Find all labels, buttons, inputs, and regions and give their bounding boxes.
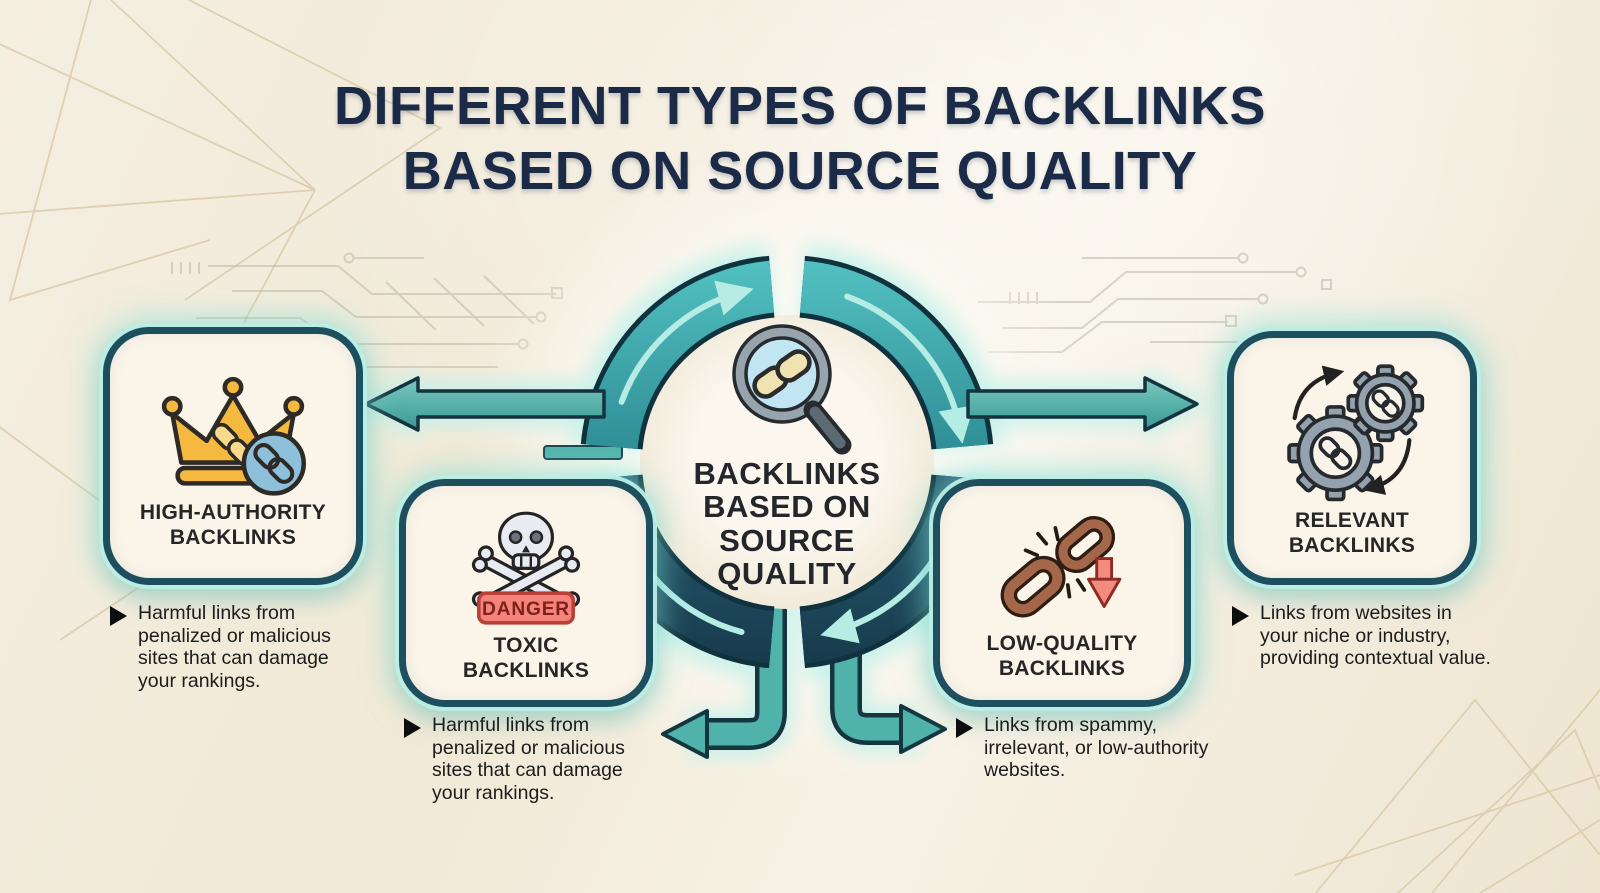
elbow-arrow-toxic: [661, 598, 787, 759]
node-low-quality-backlinks: LOW-QUALITY BACKLINKS: [933, 479, 1191, 707]
chain-link-glyph: [1371, 389, 1400, 418]
desc-relevant: Links from websites in your niche or ind…: [1232, 602, 1494, 670]
page-title: DIFFERENT TYPES OF BACKLINKS BASED ON SO…: [0, 74, 1600, 204]
center-label: BACKLINKS BASED ON SOURCE QUALITY: [693, 457, 880, 591]
chain-link-glyph: [253, 443, 295, 485]
skull-crossbones-icon: DANGER: [471, 511, 581, 625]
corner-lines-bottomright: [1294, 689, 1600, 893]
desc-toxic: Harmful links from penalized or maliciou…: [404, 714, 649, 804]
desc-text: Harmful links from penalized or maliciou…: [138, 602, 331, 692]
ring-inner-disc: [640, 315, 934, 609]
skull: [498, 511, 554, 571]
center-label-line: BASED ON: [703, 489, 871, 525]
node-relevant-backlinks: RELEVANT BACKLINKS: [1227, 331, 1477, 585]
crown-link-icon: [161, 377, 306, 496]
flow-arrow-top-left: [618, 280, 754, 405]
flow-arrow-top-right: [844, 293, 974, 444]
arrow-to-relevant: [966, 376, 1199, 432]
gap-connector-left: [543, 445, 623, 460]
break-sparks: [1023, 526, 1087, 599]
magnifier-link-icon: [712, 312, 862, 467]
title-line-1: DIFFERENT TYPES OF BACKLINKS: [333, 76, 1267, 136]
sync-arrows: [1292, 365, 1412, 496]
gear-small: [1346, 364, 1425, 443]
desc-high-authority: Harmful links from penalized or maliciou…: [110, 602, 355, 692]
title-line-2: BASED ON SOURCE QUALITY: [402, 140, 1198, 201]
bullet-arrow-icon: [404, 718, 421, 738]
bullet-arrow-icon: [1232, 606, 1249, 626]
bullet-arrow-icon: [956, 718, 973, 738]
node-toxic-backlinks: DANGER TOXIC BACKLINKS: [399, 479, 653, 707]
node-label: HIGH-AUTHORITY BACKLINKS: [139, 501, 327, 549]
elbow-arrow-low-quality: [830, 598, 947, 754]
node-label: TOXIC BACKLINKS: [462, 634, 590, 682]
desc-text: Harmful links from penalized or maliciou…: [432, 714, 625, 804]
node-label: LOW-QUALITY BACKLINKS: [986, 632, 1138, 680]
arrow-to-high-authority: [364, 376, 606, 432]
node-label: RELEVANT BACKLINKS: [1288, 509, 1416, 557]
chain-link-glyph: [1318, 436, 1353, 471]
desc-text: Links from spammy, irrelevant, or low-au…: [984, 714, 1209, 782]
chain-link-glyph: [1000, 556, 1066, 618]
center-label-line: QUALITY: [717, 556, 857, 592]
gear-large: [1287, 405, 1384, 502]
bullet-arrow-icon: [110, 606, 127, 626]
down-arrow: [1087, 557, 1122, 609]
center-label-line: BACKLINKS: [693, 456, 881, 492]
gears-link-icon: [1287, 364, 1425, 502]
node-high-authority-backlinks: HIGH-AUTHORITY BACKLINKS: [103, 327, 363, 585]
center-label-line: SOURCE: [719, 523, 855, 558]
broken-chain-icon: [1000, 516, 1122, 618]
chain-link-glyph: [752, 349, 812, 399]
desc-text: Links from websites in your niche or ind…: [1260, 602, 1491, 670]
danger-banner-label: DANGER: [482, 599, 570, 620]
chain-link-glyph: [1055, 516, 1116, 574]
desc-low-quality: Links from spammy, irrelevant, or low-au…: [956, 714, 1214, 782]
